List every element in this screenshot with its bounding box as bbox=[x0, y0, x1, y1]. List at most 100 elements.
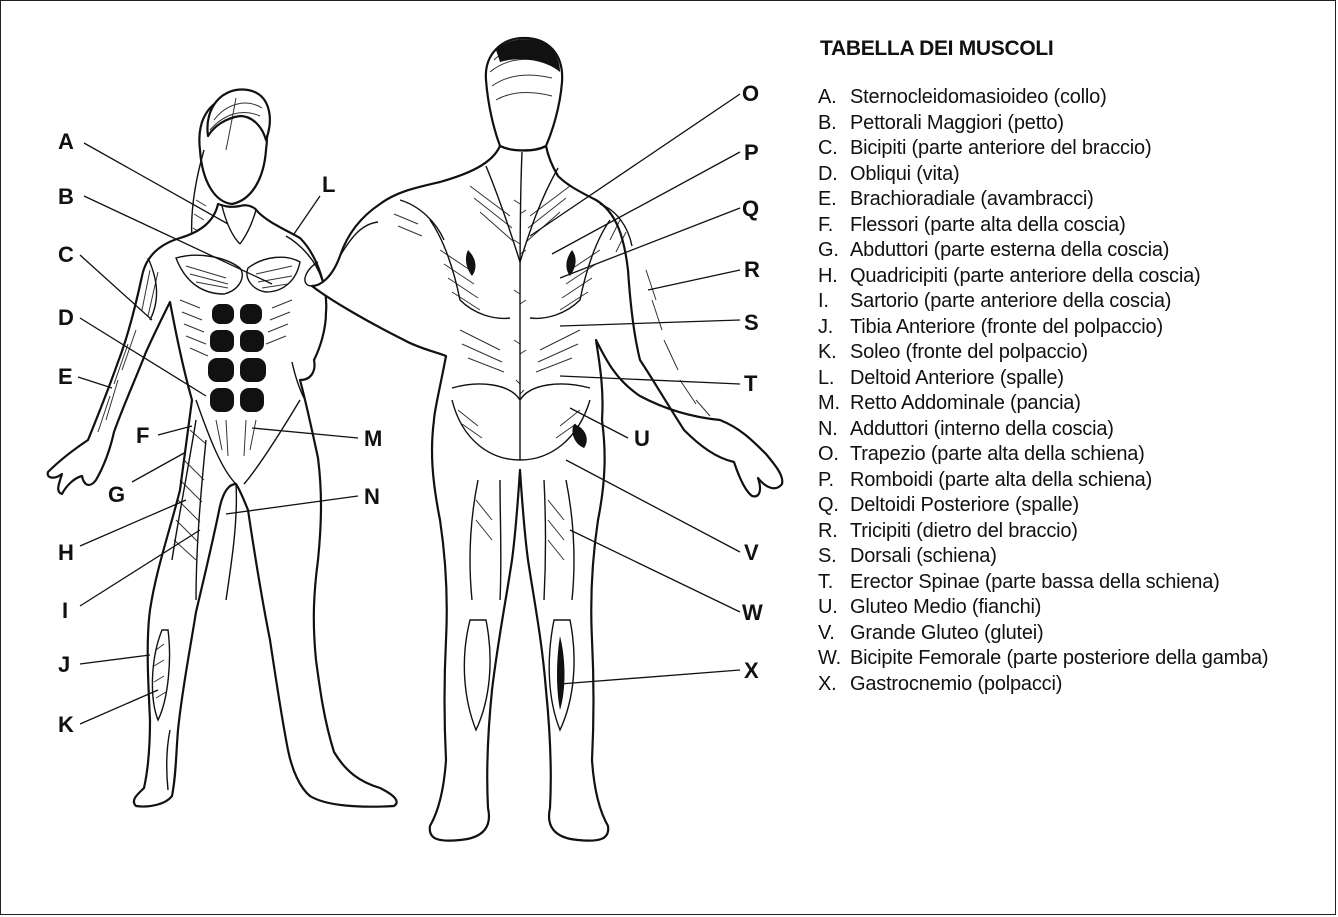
legend-item-key: D. bbox=[818, 162, 850, 188]
diagram-label-g: G bbox=[108, 482, 125, 507]
front-body-figure bbox=[48, 90, 397, 807]
diagram-label-v: V bbox=[744, 540, 759, 565]
anatomy-figure: A B C D E F G H I J K L M N O P Q R S T … bbox=[0, 0, 800, 917]
legend-item-key: W. bbox=[818, 646, 850, 672]
legend-item-text: Dorsali (schiena) bbox=[850, 544, 1333, 570]
legend-item-key: G. bbox=[818, 238, 850, 264]
legend-item: N.Adduttori (interno della coscia) bbox=[818, 417, 1333, 443]
legend-item: V.Grande Gluteo (glutei) bbox=[818, 621, 1333, 647]
legend-item-text: Tricipiti (dietro del braccio) bbox=[850, 519, 1333, 545]
legend-item-text: Gastrocnemio (polpacci) bbox=[850, 672, 1333, 698]
diagram-label-p: P bbox=[744, 140, 759, 165]
legend-item-text: Sternocleidomasioideo (collo) bbox=[850, 85, 1333, 111]
legend-item-key: A. bbox=[818, 85, 850, 111]
legend-item-key: I. bbox=[818, 289, 850, 315]
legend-item-key: T. bbox=[818, 570, 850, 596]
diagram-label-l: L bbox=[322, 172, 335, 197]
diagram-label-f: F bbox=[136, 423, 149, 448]
legend-item-text: Deltoid Anteriore (spalle) bbox=[850, 366, 1333, 392]
legend-item: K.Soleo (fronte del polpaccio) bbox=[818, 340, 1333, 366]
diagram-label-t: T bbox=[744, 371, 758, 396]
legend-item-text: Adduttori (interno della coscia) bbox=[850, 417, 1333, 443]
legend-item: T.Erector Spinae (parte bassa della schi… bbox=[818, 570, 1333, 596]
legend-item-key: X. bbox=[818, 672, 850, 698]
leader-L bbox=[294, 196, 320, 234]
diagram-label-w: W bbox=[742, 600, 763, 625]
legend-item-text: Brachioradiale (avambracci) bbox=[850, 187, 1333, 213]
legend-item-key: F. bbox=[818, 213, 850, 239]
legend-item: S.Dorsali (schiena) bbox=[818, 544, 1333, 570]
legend-item: A.Sternocleidomasioideo (collo) bbox=[818, 85, 1333, 111]
diagram-label-u: U bbox=[634, 426, 650, 451]
diagram-label-s: S bbox=[744, 310, 759, 335]
legend-item-text: Quadricipiti (parte anteriore della cosc… bbox=[850, 264, 1333, 290]
legend-item-key: K. bbox=[818, 340, 850, 366]
legend-list: A.Sternocleidomasioideo (collo)B.Pettora… bbox=[818, 85, 1333, 697]
legend-item-key: R. bbox=[818, 519, 850, 545]
legend-item-text: Trapezio (parte alta della schiena) bbox=[850, 442, 1333, 468]
legend-item: Q.Deltoidi Posteriore (spalle) bbox=[818, 493, 1333, 519]
legend-item: D.Obliqui (vita) bbox=[818, 162, 1333, 188]
legend-item: W.Bicipite Femorale (parte posteriore de… bbox=[818, 646, 1333, 672]
legend-item: O.Trapezio (parte alta della schiena) bbox=[818, 442, 1333, 468]
legend-item-key: J. bbox=[818, 315, 850, 341]
legend-item: F.Flessori (parte alta della coscia) bbox=[818, 213, 1333, 239]
legend-item-key: B. bbox=[818, 111, 850, 137]
legend-item-key: O. bbox=[818, 442, 850, 468]
legend-item-text: Tibia Anteriore (fronte del polpaccio) bbox=[850, 315, 1333, 341]
diagram-label-n: N bbox=[364, 484, 380, 509]
legend-item-text: Bicipiti (parte anteriore del braccio) bbox=[850, 136, 1333, 162]
legend-item-key: Q. bbox=[818, 493, 850, 519]
diagram-label-d: D bbox=[58, 305, 74, 330]
diagram-label-a: A bbox=[58, 129, 74, 154]
legend-item-text: Pettorali Maggiori (petto) bbox=[850, 111, 1333, 137]
legend-item: G.Abduttori (parte esterna della coscia) bbox=[818, 238, 1333, 264]
legend-item: C.Bicipiti (parte anteriore del braccio) bbox=[818, 136, 1333, 162]
legend-item: U.Gluteo Medio (fianchi) bbox=[818, 595, 1333, 621]
muscle-legend: TABELLA DEI MUSCOLI A.Sternocleidomasioi… bbox=[818, 36, 1333, 697]
legend-item-text: Retto Addominale (pancia) bbox=[850, 391, 1333, 417]
diagram-label-o: O bbox=[742, 81, 759, 106]
legend-item-text: Gluteo Medio (fianchi) bbox=[850, 595, 1333, 621]
legend-item-text: Deltoidi Posteriore (spalle) bbox=[850, 493, 1333, 519]
legend-item: M.Retto Addominale (pancia) bbox=[818, 391, 1333, 417]
diagram-label-e: E bbox=[58, 364, 73, 389]
diagram-label-b: B bbox=[58, 184, 74, 209]
diagram-label-k: K bbox=[58, 712, 74, 737]
legend-item: J.Tibia Anteriore (fronte del polpaccio) bbox=[818, 315, 1333, 341]
leader-R bbox=[648, 270, 740, 290]
leader-K bbox=[80, 690, 158, 724]
legend-item-text: Abduttori (parte esterna della coscia) bbox=[850, 238, 1333, 264]
leader-J bbox=[80, 655, 150, 664]
legend-item-key: V. bbox=[818, 621, 850, 647]
legend-item-key: N. bbox=[818, 417, 850, 443]
diagram-label-m: M bbox=[364, 426, 382, 451]
legend-item-text: Bicipite Femorale (parte posteriore dell… bbox=[850, 646, 1333, 672]
legend-item-key: S. bbox=[818, 544, 850, 570]
leader-O bbox=[530, 94, 740, 236]
legend-item: L.Deltoid Anteriore (spalle) bbox=[818, 366, 1333, 392]
diagram-label-j: J bbox=[58, 652, 70, 677]
legend-item-text: Romboidi (parte alta della schiena) bbox=[850, 468, 1333, 494]
legend-item-key: U. bbox=[818, 595, 850, 621]
diagram-label-h: H bbox=[58, 540, 74, 565]
legend-item-key: H. bbox=[818, 264, 850, 290]
diagram-label-q: Q bbox=[742, 196, 759, 221]
legend-item-text: Flessori (parte alta della coscia) bbox=[850, 213, 1333, 239]
legend-item: E.Brachioradiale (avambracci) bbox=[818, 187, 1333, 213]
legend-item-text: Erector Spinae (parte bassa della schien… bbox=[850, 570, 1333, 596]
legend-item: P.Romboidi (parte alta della schiena) bbox=[818, 468, 1333, 494]
leader-W bbox=[570, 530, 740, 612]
legend-item: I.Sartorio (parte anteriore della coscia… bbox=[818, 289, 1333, 315]
diagram-label-i: I bbox=[62, 598, 68, 623]
legend-item: H.Quadricipiti (parte anteriore della co… bbox=[818, 264, 1333, 290]
diagram-label-x: X bbox=[744, 658, 759, 683]
diagram-label-r: R bbox=[744, 257, 760, 282]
diagram-label-c: C bbox=[58, 242, 74, 267]
legend-item-key: E. bbox=[818, 187, 850, 213]
legend-item-key: L. bbox=[818, 366, 850, 392]
legend-item-key: C. bbox=[818, 136, 850, 162]
legend-item-text: Soleo (fronte del polpaccio) bbox=[850, 340, 1333, 366]
legend-item: R.Tricipiti (dietro del braccio) bbox=[818, 519, 1333, 545]
legend-item: X.Gastrocnemio (polpacci) bbox=[818, 672, 1333, 698]
